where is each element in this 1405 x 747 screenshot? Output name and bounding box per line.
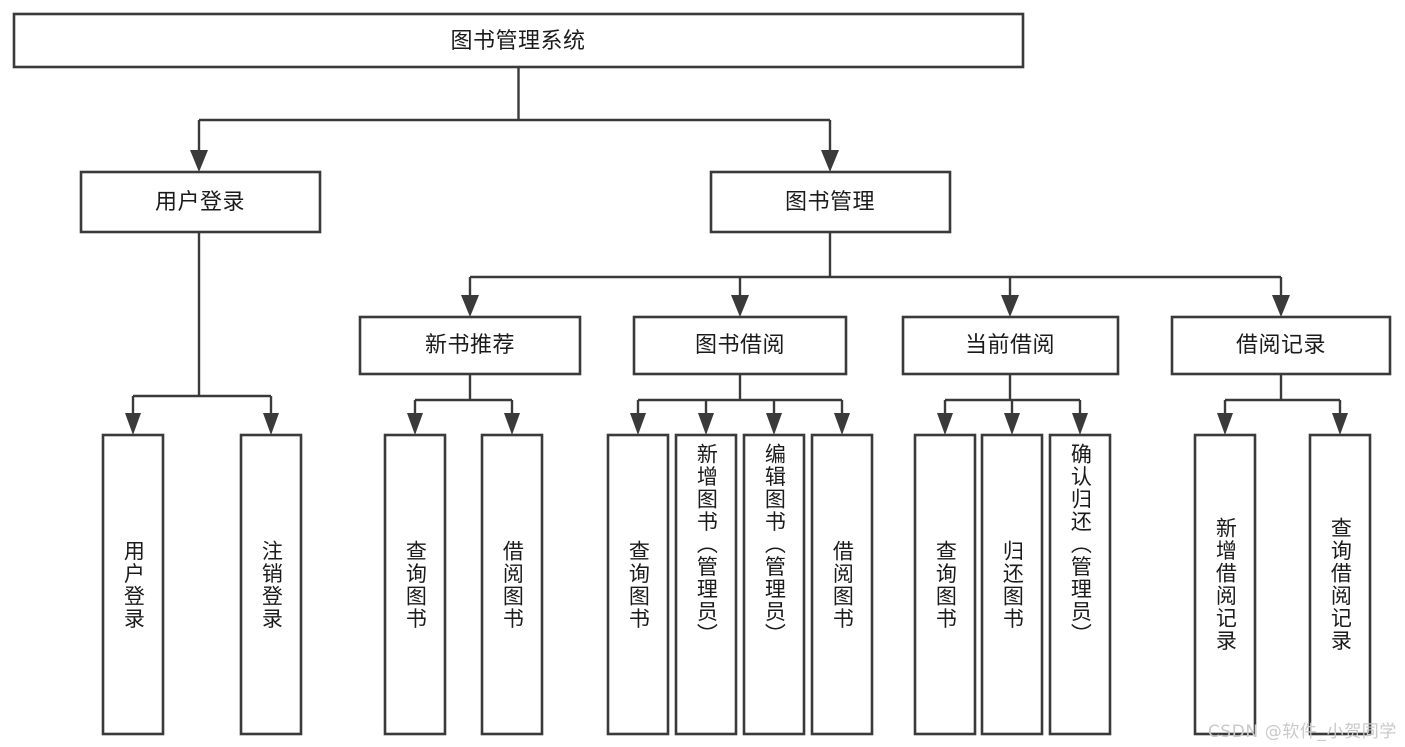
node-user-login-label: 用户登录	[155, 190, 245, 215]
leaf-borrow-edit-box[interactable]	[742, 433, 806, 736]
leaf-rec-add-box[interactable]	[1193, 433, 1257, 736]
connector-group-level2-to-level3	[131, 232, 1283, 419]
leaf-cur-confirm-box[interactable]	[1048, 433, 1112, 736]
leaf-borrow-lend-box[interactable]	[810, 433, 874, 736]
node-borrow-record-label: 借阅记录	[1236, 333, 1326, 358]
node-root-label: 图书管理系统	[450, 29, 585, 54]
arrowheads	[125, 150, 1348, 435]
leaf-borrow-add-box[interactable]	[674, 433, 738, 736]
node-book-borrow-label: 图书借阅	[695, 333, 785, 358]
connector-group-root	[197, 67, 832, 156]
leaf-rec-query-box[interactable]	[383, 433, 447, 736]
node-borrow-record-box[interactable]	[1170, 315, 1392, 376]
leaf-rec-search-box[interactable]	[1308, 433, 1372, 736]
node-current-borrow-label: 当前借阅	[965, 333, 1055, 358]
node-user-login-box[interactable]	[79, 170, 322, 234]
leaf-user-logout-box[interactable]	[239, 433, 303, 736]
horizontal-labels: 图书管理系统 用户登录 图书管理 新书推荐 图书借阅 当前借阅 借阅记录	[155, 29, 1326, 358]
node-new-book-recommend-label: 新书推荐	[425, 333, 515, 358]
leaf-cur-return-box[interactable]	[980, 433, 1044, 736]
leaf-user-login-box[interactable]	[101, 433, 165, 736]
node-book-manage-box[interactable]	[709, 170, 952, 234]
leaf-borrow-query-box[interactable]	[606, 433, 670, 736]
node-root-box[interactable]	[12, 12, 1025, 69]
node-book-borrow-box[interactable]	[632, 315, 848, 376]
node-boxes	[12, 12, 1392, 736]
leaf-rec-borrow-box[interactable]	[480, 433, 544, 736]
csdn-watermark: CSDN @软件_小贺同学	[1207, 722, 1397, 742]
node-book-manage-label: 图书管理	[785, 190, 875, 215]
leaf-cur-query-box[interactable]	[913, 433, 977, 736]
node-new-book-recommend-box[interactable]	[358, 315, 582, 376]
connector-group-level3-to-leaves	[413, 374, 1342, 419]
node-current-borrow-box[interactable]	[901, 315, 1120, 376]
